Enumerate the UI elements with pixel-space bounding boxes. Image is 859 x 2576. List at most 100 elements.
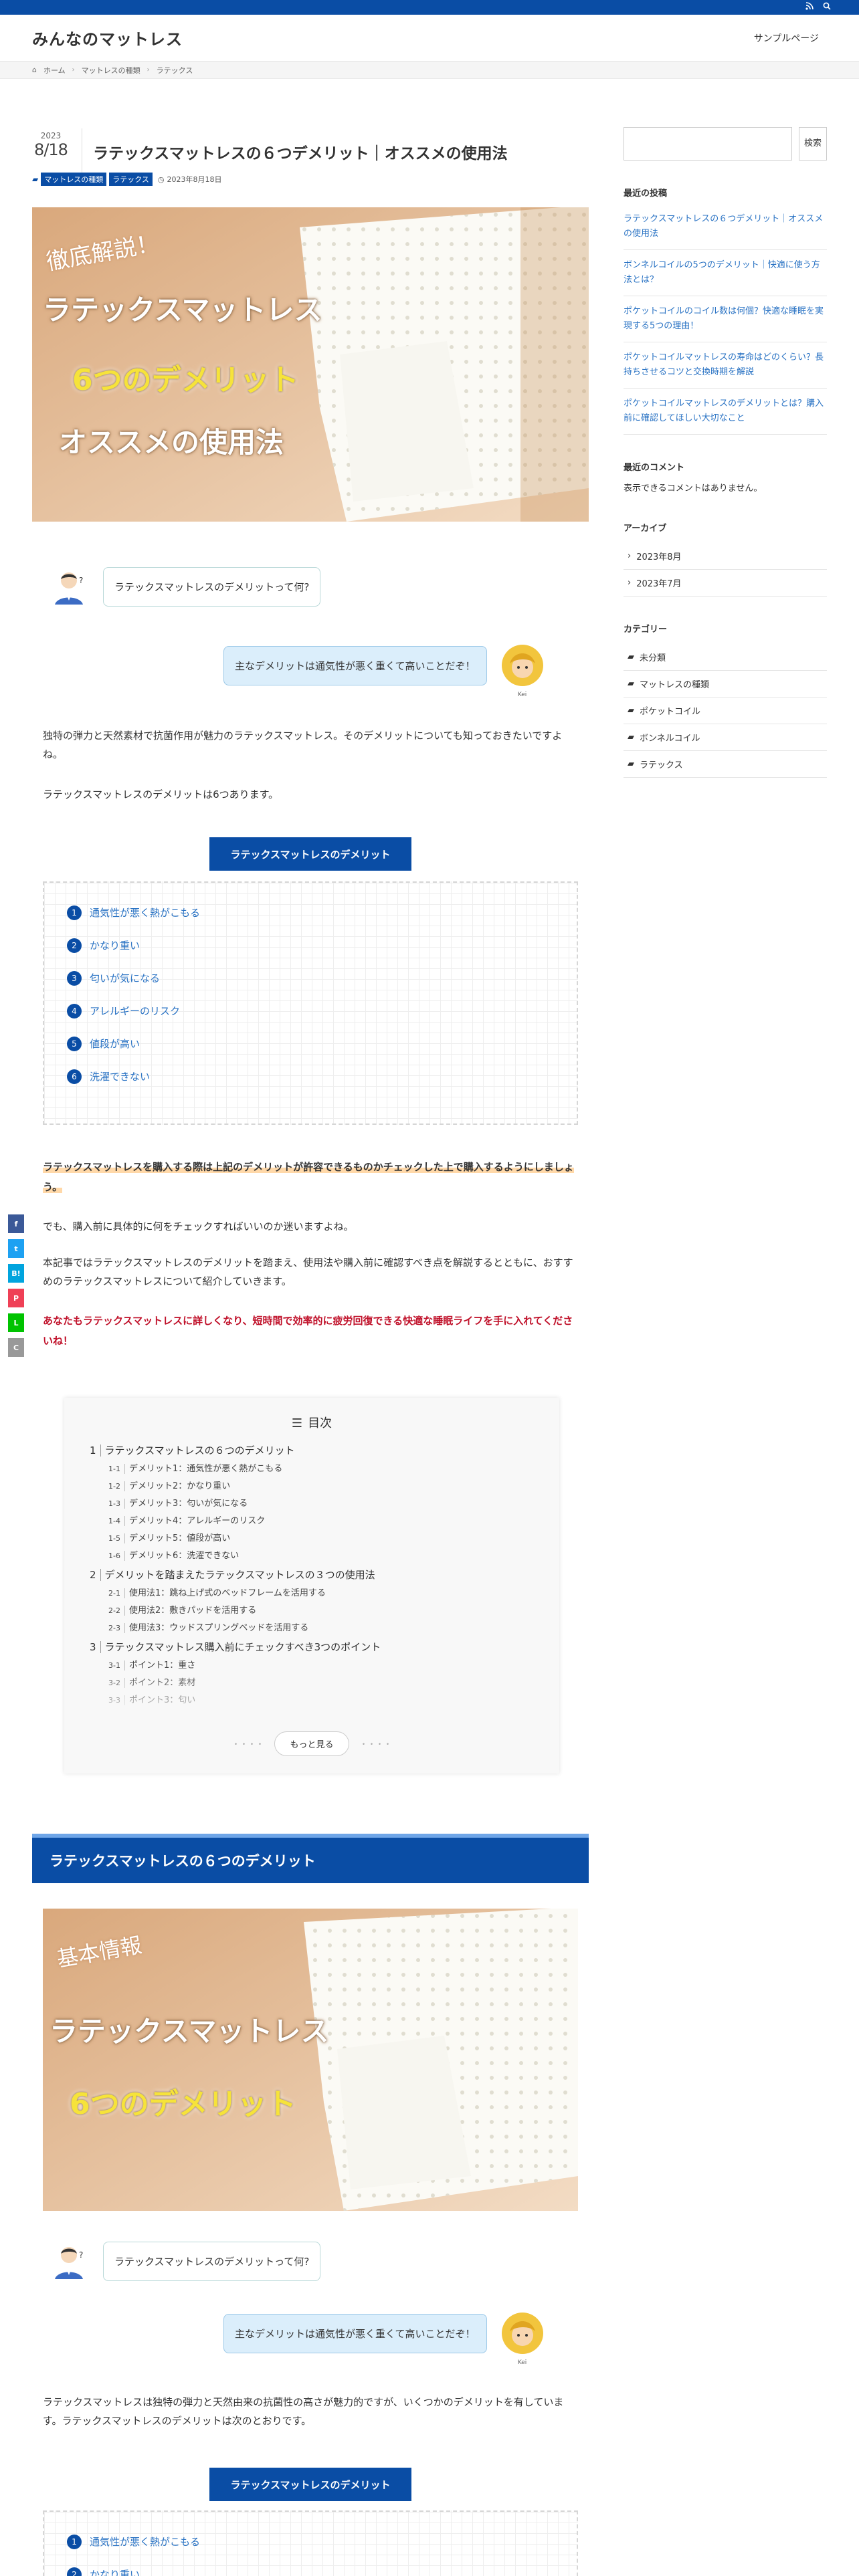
eyecatch-image: 徹底解説！ ラテックスマットレス 6つのデメリット オススメの使用法 <box>32 207 589 522</box>
toc-item-title[interactable]: ラテックスマットレスの６つのデメリット <box>100 1444 295 1457</box>
breadcrumb-current[interactable]: ラテックス <box>156 66 193 75</box>
list-item-link[interactable]: 洗濯できない <box>90 1071 151 1083</box>
toc-subitem-title[interactable]: デメリット5：値段が高い <box>124 1533 231 1543</box>
twitter-icon[interactable]: t <box>8 1239 24 1258</box>
rss-icon[interactable] <box>805 2 814 13</box>
toc-subitem-title[interactable]: デメリット4：アレルギーのリスク <box>124 1516 266 1526</box>
breadcrumb: ⌂ ホーム › マットレスの種類 › ラテックス <box>0 62 859 79</box>
list-item-link[interactable]: 値段が高い <box>90 1038 140 1050</box>
copy-icon[interactable]: C <box>8 1338 24 1357</box>
category-item[interactable]: ▰ラテックス <box>624 751 827 778</box>
category-label[interactable]: ボンネルコイル <box>640 734 700 744</box>
post-year: 2023 <box>40 131 62 140</box>
man-avatar-icon: ? <box>47 2239 91 2283</box>
toc-number: 1-1 <box>108 1465 120 1473</box>
speech-balloon-question: ? ラテックスマットレスのデメリットって何? <box>47 2239 321 2283</box>
archive-label[interactable]: 2023年8月 <box>636 552 682 562</box>
toc-subitem-title[interactable]: デメリット2：かなり重い <box>124 1481 231 1491</box>
recent-post-link[interactable]: ボンネルコイルの5つのデメリット｜快適に使う方法とは？ <box>624 254 827 296</box>
list-item-link[interactable]: かなり重い <box>90 2569 140 2576</box>
toc-subitem-title[interactable]: デメリット3：匂いが気になる <box>124 1499 248 1509</box>
breadcrumb-home[interactable]: ホーム <box>43 66 66 75</box>
toc-item[interactable]: 1 ラテックスマットレスの６つのデメリット <box>90 1440 534 1461</box>
category-badge[interactable]: マットレスの種類 <box>41 173 107 186</box>
eyecatch-text-2: ラテックスマットレス <box>43 294 322 326</box>
search-input[interactable] <box>624 127 792 160</box>
category-item[interactable]: ▰ポケットコイル <box>624 697 827 724</box>
recent-post-link[interactable]: ラテックスマットレスの６つデメリット｜オススメの使用法 <box>624 208 827 250</box>
category-item[interactable]: ▰ ボンネルコイル <box>624 724 827 751</box>
post-meta: ▰ マットレスの種類 ラテックス ◷ 2023年8月18日 <box>32 173 222 186</box>
character-avatar-icon: Kei <box>500 2311 545 2366</box>
category-label[interactable]: 未分類 <box>640 653 666 663</box>
archive-label[interactable]: 2023年7月 <box>636 579 682 589</box>
pocket-icon[interactable]: P <box>8 1289 24 1307</box>
category-badge[interactable]: ラテックス <box>109 173 153 186</box>
toc-item-title[interactable]: ラテックスマットレス購入前にチェックすべき3つのポイント <box>100 1641 381 1653</box>
toc-subitem-title[interactable]: 使用法3：ウッドスプリングベッドを活用する <box>124 1623 309 1633</box>
toc-subitem-title[interactable]: デメリット1：通気性が悪く熱がこもる <box>124 1464 283 1474</box>
toc-number: 1 <box>90 1444 96 1457</box>
toc-subitem-title[interactable]: デメリット6：洗濯できない <box>124 1551 240 1561</box>
list-item[interactable]: 5 値段が高い <box>44 1027 577 1060</box>
eyecatch-text-4: オススメの使用法 <box>59 426 284 459</box>
archive-item[interactable]: ›2023年7月 <box>624 570 827 597</box>
archive-item[interactable]: ›2023年8月 <box>624 543 827 570</box>
list-item-link[interactable]: 匂いが気になる <box>90 972 161 984</box>
category-item[interactable]: ▰マットレスの種類 <box>624 671 827 697</box>
recent-post-link[interactable]: ポケットコイルマットレスの寿命はどのくらい？長持ちさせるコツと交換時期を解説 <box>624 346 827 389</box>
recent-post-link[interactable]: ポケットコイルマットレスのデメリットとは？購入前に確認してほしい大切なこと <box>624 393 827 435</box>
toc-subitem-title[interactable]: 使用法2：敷きパッドを活用する <box>124 1606 257 1616</box>
top-bar <box>0 0 859 15</box>
speech-balloon-question: ? ラテックスマットレスのデメリットって何? <box>47 564 321 609</box>
dots-decoration: ・・・・ <box>231 1739 264 1749</box>
list-item-link[interactable]: かなり重い <box>90 940 140 952</box>
intro-paragraph: ラテックスマットレスのデメリットは6つあります。 <box>43 788 279 800</box>
nav-item-sample-page[interactable]: サンプルページ <box>753 33 819 44</box>
image-text-3: 6つのデメリット <box>70 2087 296 2121</box>
highlight-span: ラテックスマットレスを購入する際は上記のデメリットが許容できるものかチェックした… <box>43 1161 574 1193</box>
breadcrumb-category[interactable]: マットレスの種類 <box>81 66 140 75</box>
list-item-link[interactable]: 通気性が悪く熱がこもる <box>90 2536 201 2548</box>
list-item-link[interactable]: アレルギーのリスク <box>90 1005 181 1017</box>
recent-post-link[interactable]: ポケットコイルのコイル数は何個？快適な睡眠を実現する5つの理由！ <box>624 300 827 342</box>
category-label[interactable]: ラテックス <box>640 760 683 770</box>
toc-more-button[interactable]: もっと見る <box>274 1731 349 1756</box>
category-label[interactable]: ポケットコイル <box>640 707 701 717</box>
hatena-icon[interactable]: B! <box>8 1264 24 1283</box>
category-label[interactable]: マットレスの種類 <box>640 680 710 690</box>
number-badge: 5 <box>67 1036 82 1051</box>
box-label: ラテックスマットレスのデメリット <box>209 837 411 871</box>
toc-subitem-title[interactable]: 使用法1：跳ね上げ式のベッドフレームを活用する <box>124 1588 326 1598</box>
folder-icon: ▰ <box>628 732 634 742</box>
toc-title-text: 目次 <box>308 1416 332 1430</box>
category-item[interactable]: ▰未分類 <box>624 644 827 671</box>
toc-item-title[interactable]: デメリットを踏まえたラテックスマットレスの３つの使用法 <box>100 1569 375 1581</box>
facebook-icon[interactable]: f <box>8 1214 24 1233</box>
line-icon[interactable]: L <box>8 1313 24 1332</box>
list-item-link[interactable]: 通気性が悪く熱がこもる <box>90 907 201 919</box>
site-title[interactable]: みんなのマットレス <box>32 30 183 49</box>
search-button[interactable]: 検索 <box>799 127 827 160</box>
toc-subitem[interactable]: 1-1 デメリット1：通気性が悪く熱がこもる <box>90 1461 534 1478</box>
avatar-name: Kei <box>517 691 527 698</box>
search-icon[interactable] <box>823 2 831 13</box>
